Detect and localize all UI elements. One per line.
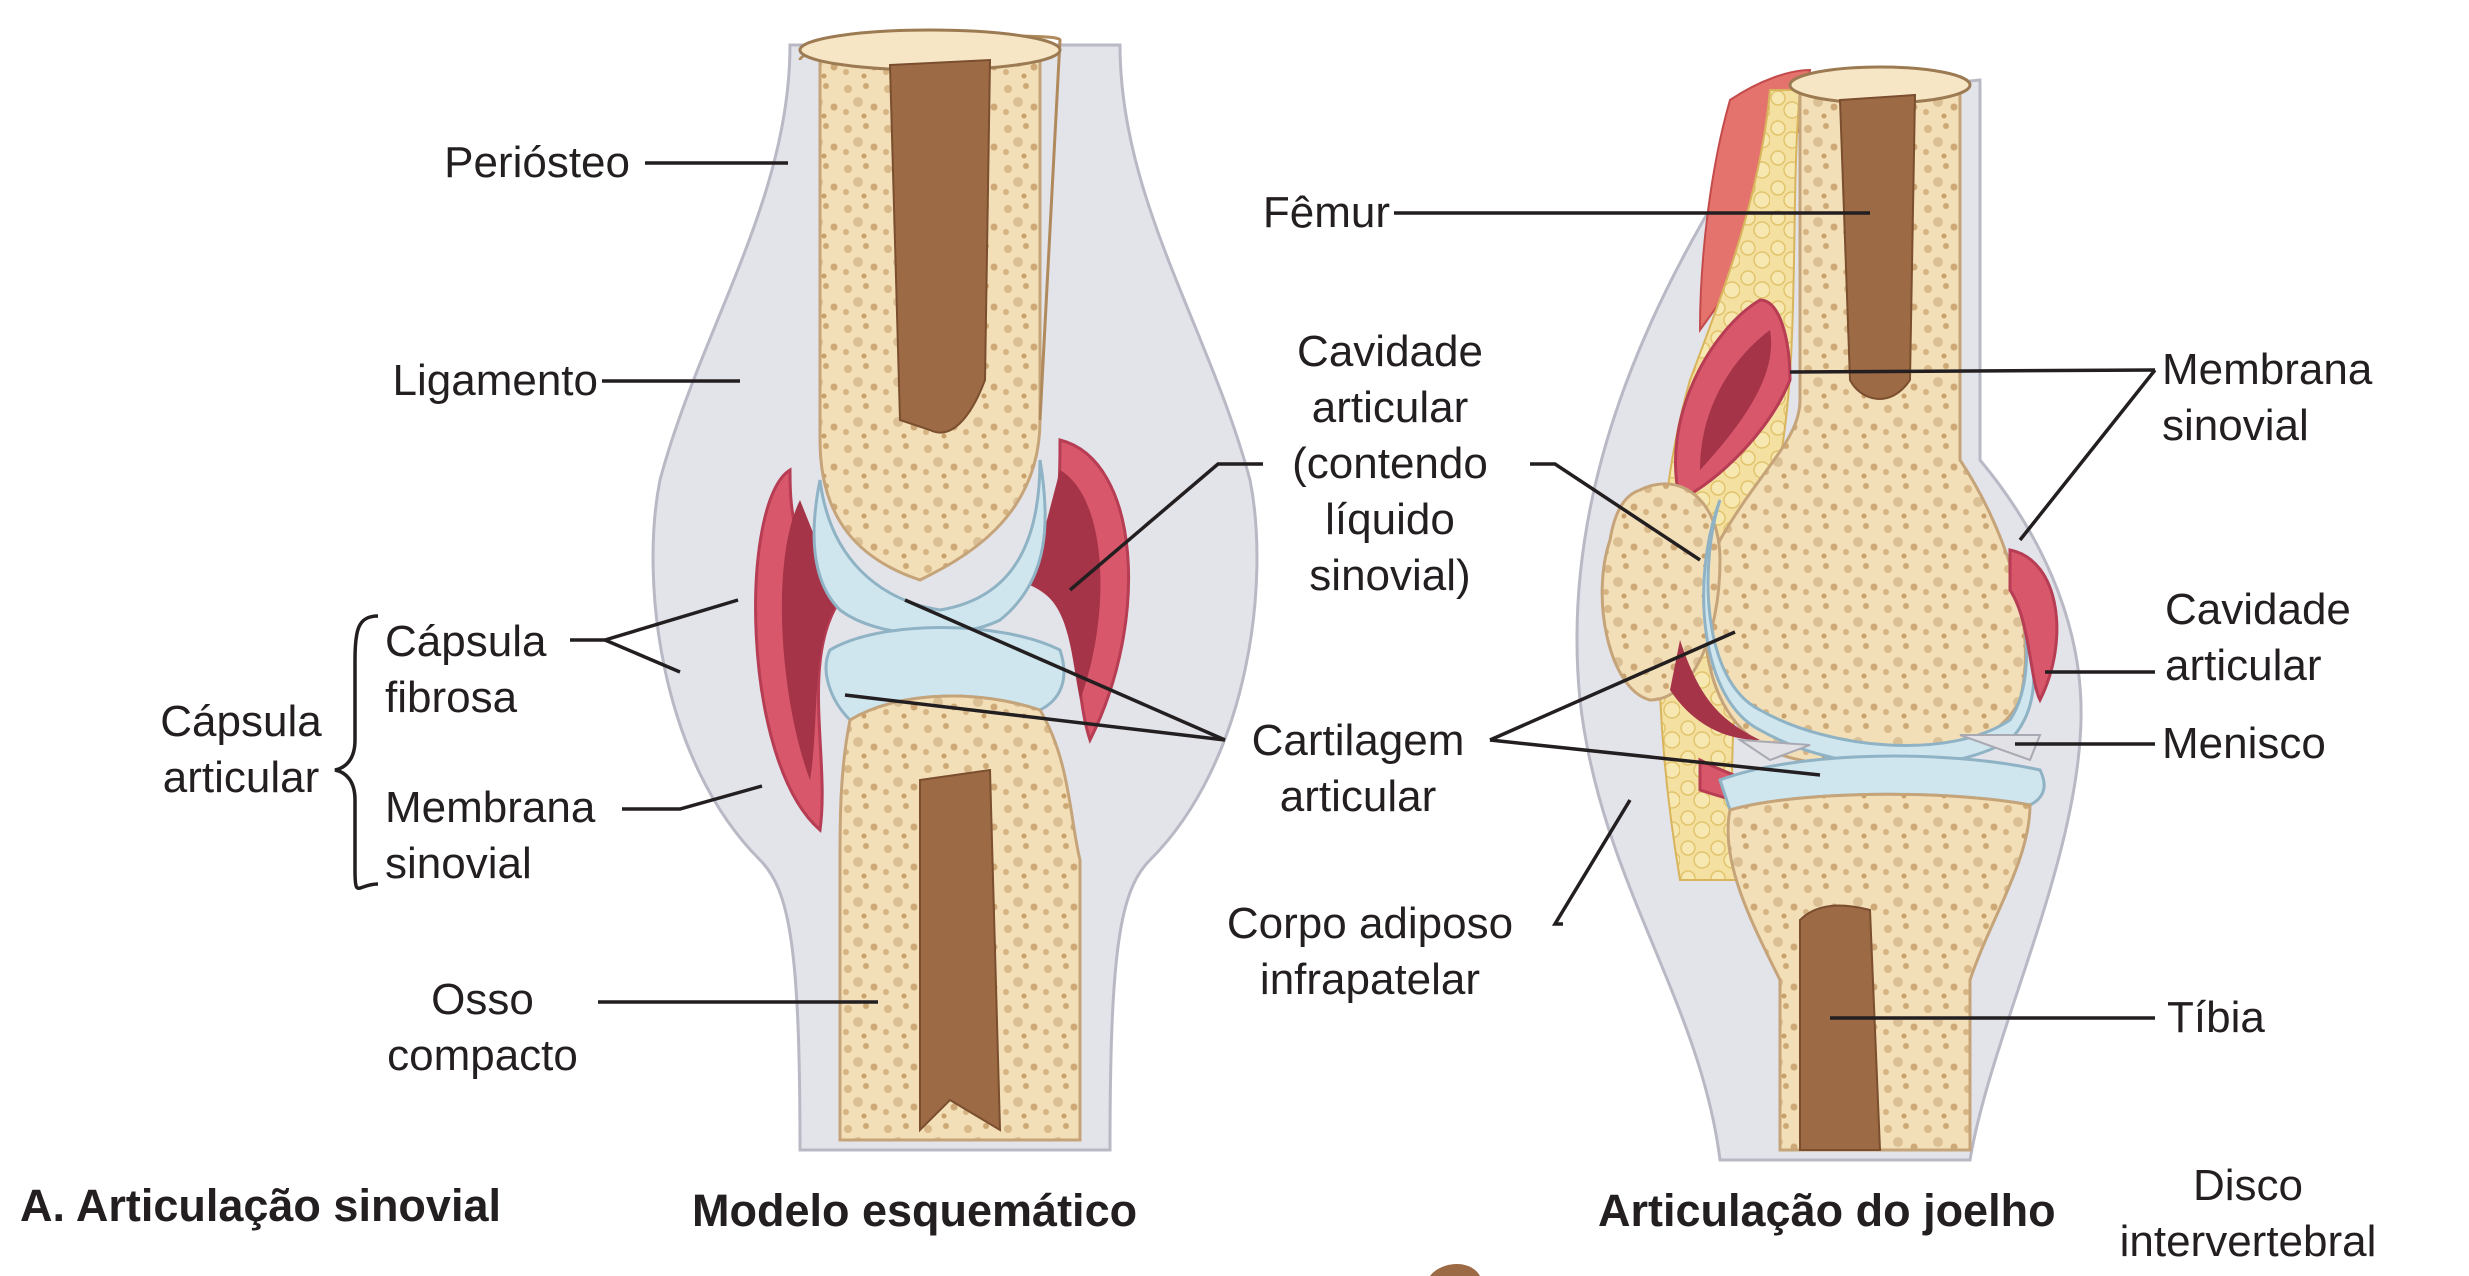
label-cavidade-articular-center: Cavidade articular (contendo líquido sin… bbox=[1292, 327, 1488, 600]
leader-lines bbox=[570, 161, 2157, 1020]
lower-marrow bbox=[919, 768, 1002, 1133]
capsule-brace bbox=[334, 614, 379, 890]
femur-marrow bbox=[1838, 93, 1917, 400]
label-capsula-articular: Cápsula articular bbox=[160, 697, 322, 802]
tibia-marrow bbox=[1799, 904, 1882, 1151]
label-menisco: Menisco bbox=[2162, 719, 2326, 768]
label-disco-intervertebral: Disco intervertebral bbox=[2119, 1161, 2377, 1266]
caption-modelo: Modelo esquemático bbox=[692, 1185, 1138, 1236]
label-tibia: Tíbia bbox=[2167, 993, 2265, 1042]
label-osso-compacto: Osso compacto bbox=[387, 975, 578, 1080]
label-membrana-sinovial-right: Membrana sinovial bbox=[2162, 345, 2373, 450]
label-corpo-adiposo: Corpo adiposo infrapatelar bbox=[1226, 899, 1514, 1004]
caption-joelho: Articulação do joelho bbox=[1598, 1185, 2056, 1236]
label-membrana-sinovial-left: Membrana sinovial bbox=[385, 783, 596, 888]
meniscus-left bbox=[1736, 738, 1811, 762]
knee-joint bbox=[1575, 65, 2083, 1162]
ligament-shape bbox=[651, 43, 1259, 1152]
label-periosteo: Periósteo bbox=[444, 138, 630, 187]
vertebra-fragment bbox=[1430, 1263, 1480, 1276]
caption-part-a: A. Articulação sinovial bbox=[20, 1180, 501, 1231]
label-ligamento: Ligamento bbox=[392, 356, 598, 405]
patella bbox=[1600, 482, 1722, 702]
schematic-model bbox=[651, 28, 1259, 1152]
label-capsula-fibrosa: Cápsula fibrosa bbox=[385, 617, 547, 722]
label-femur: Fêmur bbox=[1262, 188, 1390, 237]
synovial-knee-right bbox=[2008, 548, 2059, 704]
meniscus-right bbox=[1959, 734, 2042, 762]
upper-marrow bbox=[888, 58, 992, 434]
label-cartilagem-articular: Cartilagem articular bbox=[1251, 716, 1465, 821]
label-cavidade-articular-right: Cavidade articular bbox=[2165, 585, 2351, 690]
